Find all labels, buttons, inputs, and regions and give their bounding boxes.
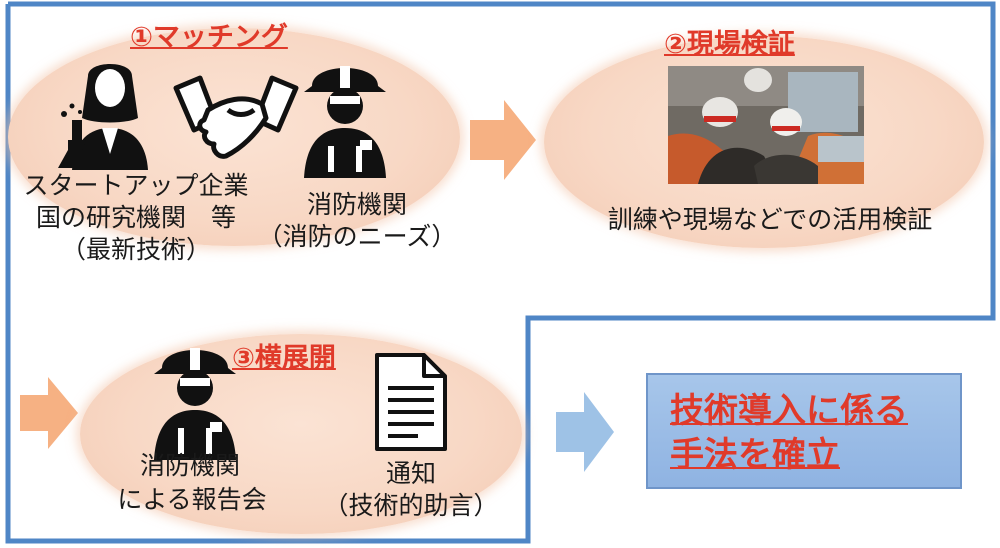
step1-label-tech: （最新技術） [60, 235, 211, 264]
result-line-1: 技術導入に係る [670, 391, 908, 431]
arrow-to-result [556, 392, 614, 472]
step1-label-needs: （消防のニーズ） [257, 222, 457, 251]
step3-label-notice: 通知 [385, 459, 436, 488]
photo-rescue-scene [668, 66, 864, 184]
step3-label-fire-agency: 消防機関 [139, 451, 240, 480]
firefighter-icon [304, 66, 386, 178]
step2-caption: 訓練や現場などでの活用検証 [607, 205, 933, 234]
step3-ellipse [80, 334, 522, 534]
result-box: 技術導入に係る 手法を確立 [646, 373, 962, 489]
arrow-step1-to-step2 [470, 100, 536, 180]
step1-label-fire-agency: 消防機関 [306, 190, 407, 219]
scientist-icon [58, 64, 148, 170]
step1-label-startup: スタートアップ企業 [23, 171, 249, 200]
arrow-into-step3 [20, 377, 78, 449]
step1-title: ①マッチング [130, 22, 288, 53]
firefighter-icon [154, 348, 236, 460]
step2-title: ②現場検証 [664, 29, 795, 60]
step3-label-advice: （技術的助言） [323, 491, 499, 520]
handshake-icon [173, 75, 299, 159]
step3-label-report-meeting: による報告会 [117, 485, 267, 514]
step1-label-institutes: 国の研究機関 等 [35, 203, 236, 232]
result-line-2: 手法を確立 [670, 435, 840, 475]
step3-title: ③横展開 [232, 343, 336, 374]
result-text: 技術導入に係る 手法を確立 [670, 389, 908, 477]
document-icon [375, 353, 447, 451]
